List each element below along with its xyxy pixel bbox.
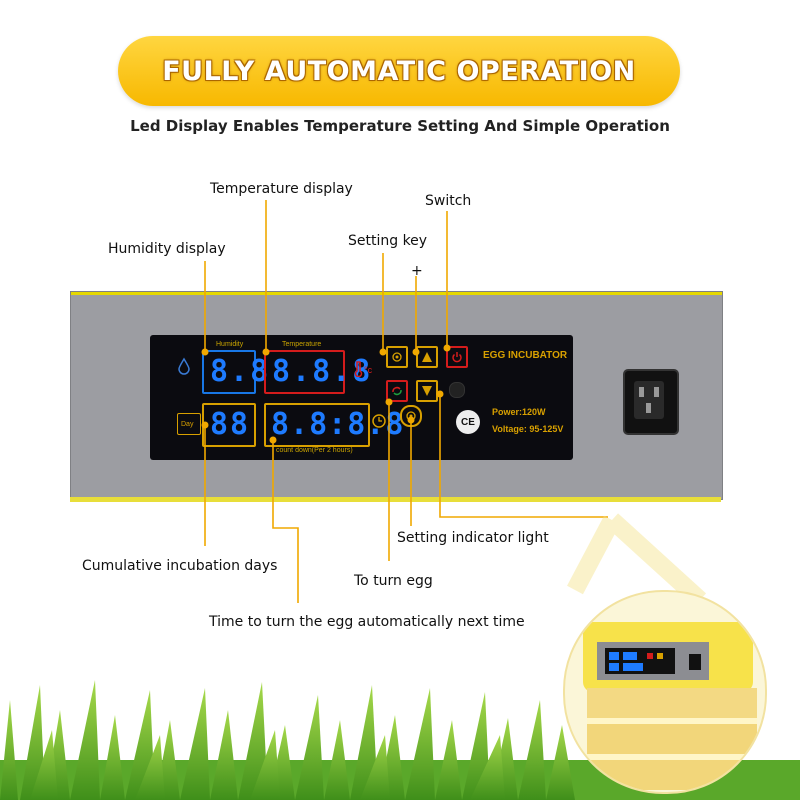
days-digits: 88 xyxy=(210,407,251,442)
temperature-digits: 8.8.8 xyxy=(272,354,373,389)
power-socket xyxy=(623,369,679,435)
countdown-label: count down(Per 2 hours) xyxy=(276,447,353,454)
label-switch: Switch xyxy=(425,193,472,209)
label-humidity-display: Humidity display xyxy=(108,241,226,257)
humidity-digits: 8.8 xyxy=(210,354,271,389)
days-display-box: 88 xyxy=(202,403,256,447)
countdown-digits: 8.8:8.8 xyxy=(271,407,405,442)
plus-up-button[interactable] xyxy=(416,346,438,368)
socket-pin xyxy=(646,403,651,413)
days-label: Day xyxy=(181,421,194,428)
label-time-to-turn-egg: Time to turn the egg automatically next … xyxy=(209,614,525,630)
calendar-icon: Day xyxy=(177,413,201,435)
brand-label: EGG INCUBATOR xyxy=(483,350,568,361)
title-banner: FULLY AUTOMATIC OPERATION xyxy=(118,36,680,106)
humidity-icon xyxy=(176,357,192,375)
temperature-display-box: 8.8.8 xyxy=(264,350,370,394)
egg-timer-icon xyxy=(371,412,389,430)
label-temperature-display: Temperature display xyxy=(210,181,353,197)
minus-down-button[interactable] xyxy=(416,380,438,402)
thermometer-icon: °c xyxy=(353,359,375,378)
power-switch-button[interactable] xyxy=(446,346,468,368)
setting-key-button[interactable] xyxy=(386,346,408,368)
subtitle: Led Display Enables Temperature Setting … xyxy=(130,117,670,135)
incubator-image xyxy=(583,622,757,790)
ce-mark-icon: CE xyxy=(456,410,480,434)
ce-mark-text: CE xyxy=(461,416,475,428)
incubator-thumbnail xyxy=(563,590,767,794)
voltage-rating: Voltage: 95-125V xyxy=(492,424,564,434)
led-display: Humidity Temperature 8.8 8.8.8 °c Day 88… xyxy=(150,335,573,460)
socket-pin xyxy=(639,387,644,397)
humidity-display-box: 8.8 xyxy=(202,350,268,394)
label-cumulative-incubation-days: Cumulative incubation days xyxy=(82,558,278,574)
turn-egg-button[interactable] xyxy=(386,380,408,402)
line-indicator-light xyxy=(439,394,608,518)
power-rating: Power:120W xyxy=(492,407,546,417)
banner-title: FULLY AUTOMATIC OPERATION xyxy=(162,55,636,87)
countdown-display-box: 8.8:8.8 xyxy=(264,403,403,447)
setting-indicator-light xyxy=(449,382,465,398)
socket-pin xyxy=(654,387,659,397)
grass-decoration xyxy=(0,680,800,800)
svg-text:°c: °c xyxy=(364,365,373,375)
line-countdown xyxy=(272,440,299,603)
label-setting-indicator-light: Setting indicator light xyxy=(397,530,549,546)
socket-inner xyxy=(634,381,664,419)
humidity-label: Humidity xyxy=(216,341,244,348)
panel-edge xyxy=(70,497,721,502)
label-plus: + xyxy=(411,263,423,279)
label-to-turn-egg: To turn egg xyxy=(354,573,433,589)
temperature-label: Temperature xyxy=(282,341,322,348)
label-setting-key: Setting key xyxy=(348,233,428,249)
